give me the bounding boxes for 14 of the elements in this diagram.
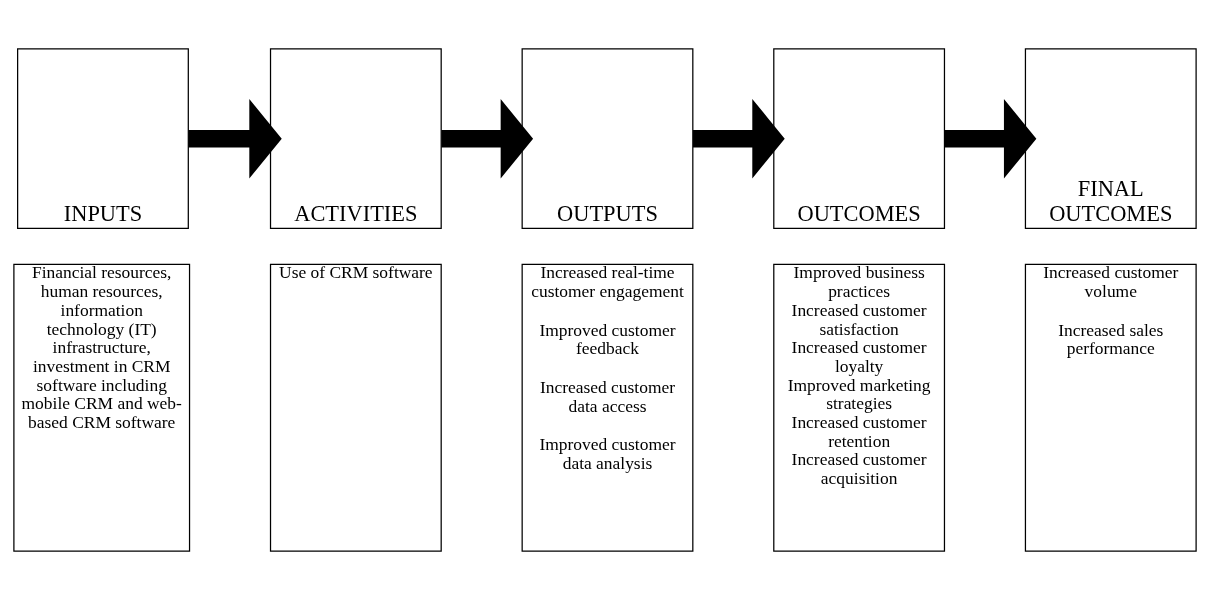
arrow [441,98,534,179]
node-box: Increased customer volume Increased sales performance [1024,263,1197,552]
node-box: Increased real-time customer engagement Improved customer feedback Increased customer data access Improved customer data analysis [521,263,694,552]
node-box: ACTIVITIES [269,48,442,229]
node-box: Financial resources, human resources, information technology (IT) infrastructure, investment in CRM software including mobile CRM and web-based CRM software [13,263,191,552]
arrow [188,98,282,179]
node-box: OUTPUTS [521,48,694,229]
node-box: Improved business practices Increased customer satisfaction Increased customer loyalty Improved marketing strategies Increased customer retention Increased customer acquisition [773,263,946,552]
node-box: INPUTS [17,48,189,229]
node-box: OUTCOMES [773,48,946,229]
arrow [693,98,785,179]
node-box: Use of CRM software [269,263,442,552]
node-box: FINAL OUTCOMES [1024,48,1197,229]
arrow [944,98,1037,179]
